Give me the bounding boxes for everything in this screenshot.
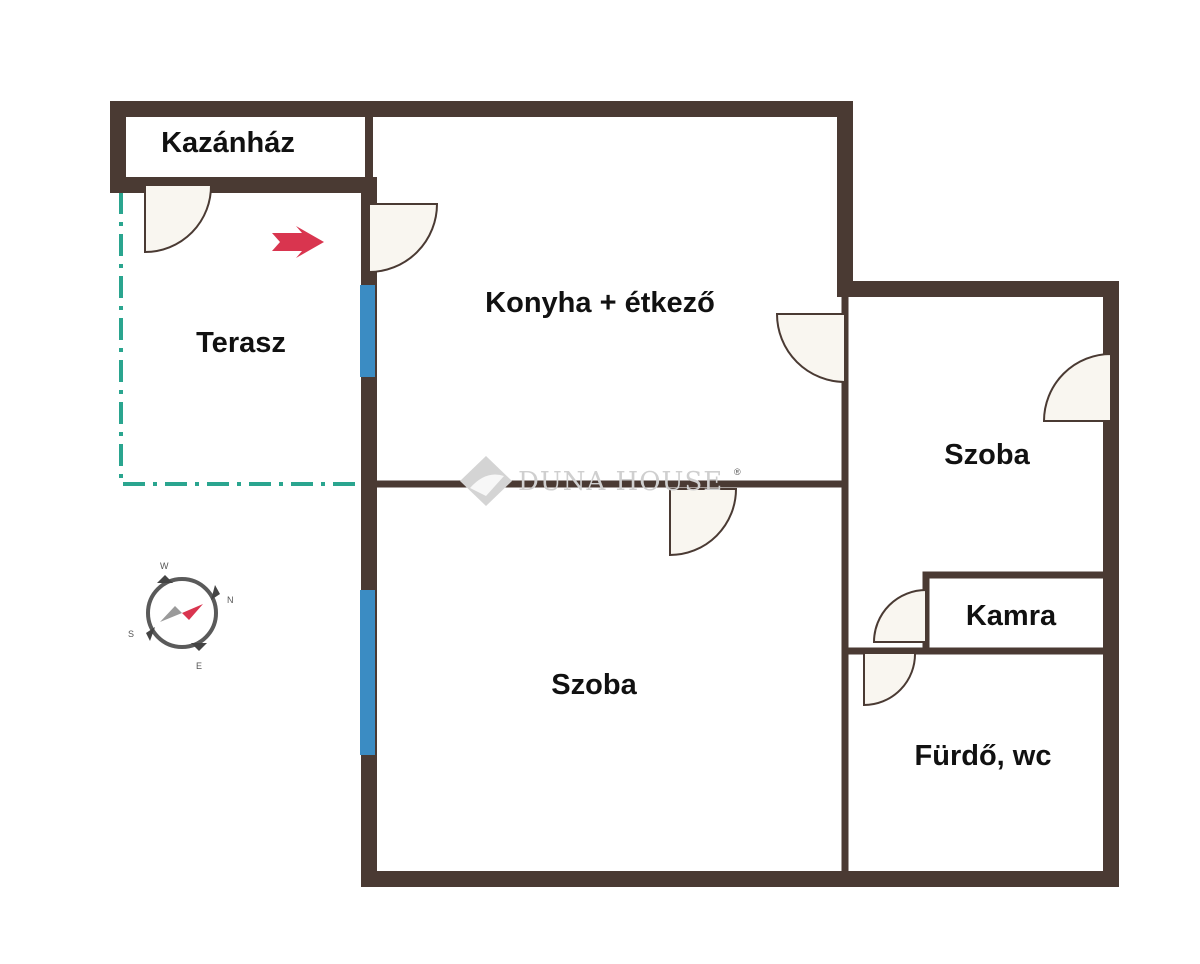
duna-house-logo-icon <box>460 456 512 506</box>
door-terrace <box>144 184 213 254</box>
compass-west: W <box>160 561 169 571</box>
door-kitchen-entry <box>368 203 439 274</box>
door-kitchen-right <box>775 313 846 384</box>
compass-east: E <box>196 661 202 671</box>
door-bedroom <box>669 488 738 557</box>
room-label-szoba-right: Szoba <box>944 439 1030 471</box>
entrance-arrow-icon <box>272 226 324 258</box>
door-pantry <box>872 588 927 643</box>
compass-icon: W N S E <box>128 561 234 671</box>
room-label-szoba-main: Szoba <box>551 669 637 701</box>
walls <box>110 101 1119 887</box>
watermark-brand: DUNA HOUSE <box>518 467 723 497</box>
door-bath <box>863 652 917 707</box>
room-label-kazanhaz: Kazánház <box>161 127 295 159</box>
door-room-right <box>1042 352 1112 422</box>
outer-wall <box>110 101 1119 887</box>
boiler-room-wall <box>110 101 377 193</box>
windows <box>360 285 375 755</box>
watermark-registered-mark: ® <box>734 467 741 477</box>
window-bedroom <box>360 590 375 755</box>
compass-south: S <box>128 629 134 639</box>
room-label-furdo: Fürdő, wc <box>915 740 1052 772</box>
room-label-konyha: Konyha + étkező <box>485 287 715 319</box>
terrace-outline <box>119 192 360 486</box>
duna-house-watermark: DUNA HOUSE ® <box>460 456 741 506</box>
room-label-kamra: Kamra <box>966 600 1057 632</box>
room-label-terasz: Terasz <box>196 327 286 359</box>
doors <box>144 184 1112 707</box>
compass-north: N <box>227 595 234 605</box>
window-kitchen <box>360 285 375 377</box>
